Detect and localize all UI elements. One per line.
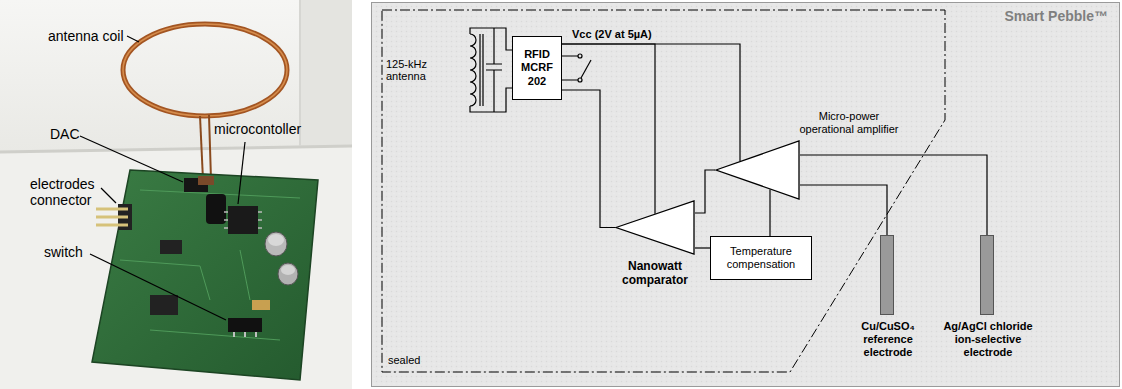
board-photo	[252, 300, 270, 310]
board-photo	[0, 146, 352, 152]
board-photo	[265, 232, 287, 256]
label-holder: antenna coil	[48, 28, 124, 44]
board-photo	[300, 0, 352, 146]
part-label: microcontoller	[214, 121, 301, 137]
board-photo	[278, 263, 298, 285]
board-photo	[92, 170, 318, 380]
antenna-symbol	[486, 64, 502, 70]
antenna-symbol	[480, 34, 483, 106]
antenna-symbol	[470, 28, 512, 112]
chip-label: RFID MCRF 202	[521, 48, 553, 88]
op-amp-triangle-outline	[715, 140, 800, 200]
schematic-ground	[372, 3, 1120, 387]
label-holder: DAC	[50, 126, 80, 142]
board-photo	[0, 0, 352, 389]
comparator-triangle-outline	[615, 200, 695, 255]
wire-connector	[800, 185, 887, 235]
board-photo	[101, 188, 116, 203]
diagram-panel: Smart Pebble™ RFID MCRF 202Micro-power op…	[371, 2, 1120, 387]
board-photo	[80, 136, 183, 182]
board-photo	[198, 176, 214, 185]
part-label: electrodes connector	[30, 176, 104, 208]
label-holder: sealed	[388, 354, 420, 366]
panel-title: Smart Pebble™	[1005, 8, 1108, 24]
part-label: switch	[44, 244, 83, 260]
board-photo	[123, 24, 287, 116]
switch-symbol	[562, 56, 578, 80]
compensation-box: Temperature compensation	[710, 236, 812, 280]
antenna-symbol	[470, 34, 476, 106]
board-photo	[0, 0, 352, 152]
board-photo	[228, 318, 262, 332]
region-label: sealed	[388, 354, 420, 366]
switch-symbol	[578, 78, 582, 82]
op-amp-triangle: Micro-power operational amplifier	[715, 140, 800, 200]
wire-connector	[695, 247, 710, 248]
label-holder: electrodes connector	[30, 176, 104, 208]
electrode-label: Ag/AgCl chloride ion-selective electrode	[938, 320, 1038, 360]
board-photo	[281, 265, 295, 275]
board-photo	[127, 36, 139, 42]
antenna-label: 125-kHz antenna	[386, 58, 456, 82]
switch-symbol	[562, 54, 591, 82]
wire-connector	[800, 155, 987, 235]
wire-connector	[562, 90, 615, 228]
board-photo	[209, 115, 211, 180]
board-photo	[160, 240, 182, 254]
compensation-label: Temperature compensation	[711, 245, 811, 271]
switch-symbol	[578, 54, 582, 58]
board-photo	[228, 206, 258, 234]
comparator-label: Nanowatt comparator	[609, 259, 701, 288]
board-photo	[206, 194, 226, 224]
board-photo	[234, 332, 256, 337]
label-holder: 125-kHz antenna	[386, 58, 456, 82]
board-photo	[90, 254, 226, 320]
board-photo	[238, 142, 245, 204]
board-photo	[123, 24, 287, 116]
board-photo	[0, 146, 352, 389]
reference-electrode: Cu/CuSO₄ reference electrode	[880, 235, 894, 315]
board-photo	[120, 190, 300, 340]
switch-symbol	[581, 60, 591, 78]
label-holder: Vcc (2V at 5µA)	[570, 28, 654, 41]
part-label: DAC	[50, 126, 80, 142]
op-amp-triangle-outline	[716, 141, 799, 199]
board-photo	[150, 295, 178, 315]
wire-connector	[695, 170, 715, 213]
schematic-ground	[382, 10, 945, 372]
board-photo	[200, 116, 203, 180]
comparator-triangle: Nanowatt comparator	[615, 200, 695, 255]
wire-connector	[562, 44, 740, 161]
board-photo	[224, 212, 262, 228]
antenna-symbol	[470, 88, 512, 112]
part-label: antenna coil	[48, 28, 124, 44]
wire-connector	[562, 44, 655, 214]
antenna-symbol	[470, 28, 512, 50]
board-photo	[0, 0, 352, 389]
wire-connector	[769, 189, 770, 236]
comparator-triangle-outline	[616, 201, 694, 254]
ion-selective-electrode: Ag/AgCl chloride ion-selective electrode	[980, 235, 994, 315]
supply-label: Vcc (2V at 5µA)	[570, 28, 654, 41]
label-holder: switch	[44, 244, 83, 260]
label-holder: microcontoller	[214, 121, 301, 137]
electrode-label: Cu/CuSO₄ reference electrode	[850, 320, 926, 360]
board-photo	[96, 209, 128, 225]
board-photo	[268, 234, 284, 246]
schematic-ground	[372, 3, 1120, 387]
op-amp-label: Micro-power operational amplifier	[799, 110, 899, 136]
rfid-chip-box: RFID MCRF 202	[512, 36, 562, 100]
